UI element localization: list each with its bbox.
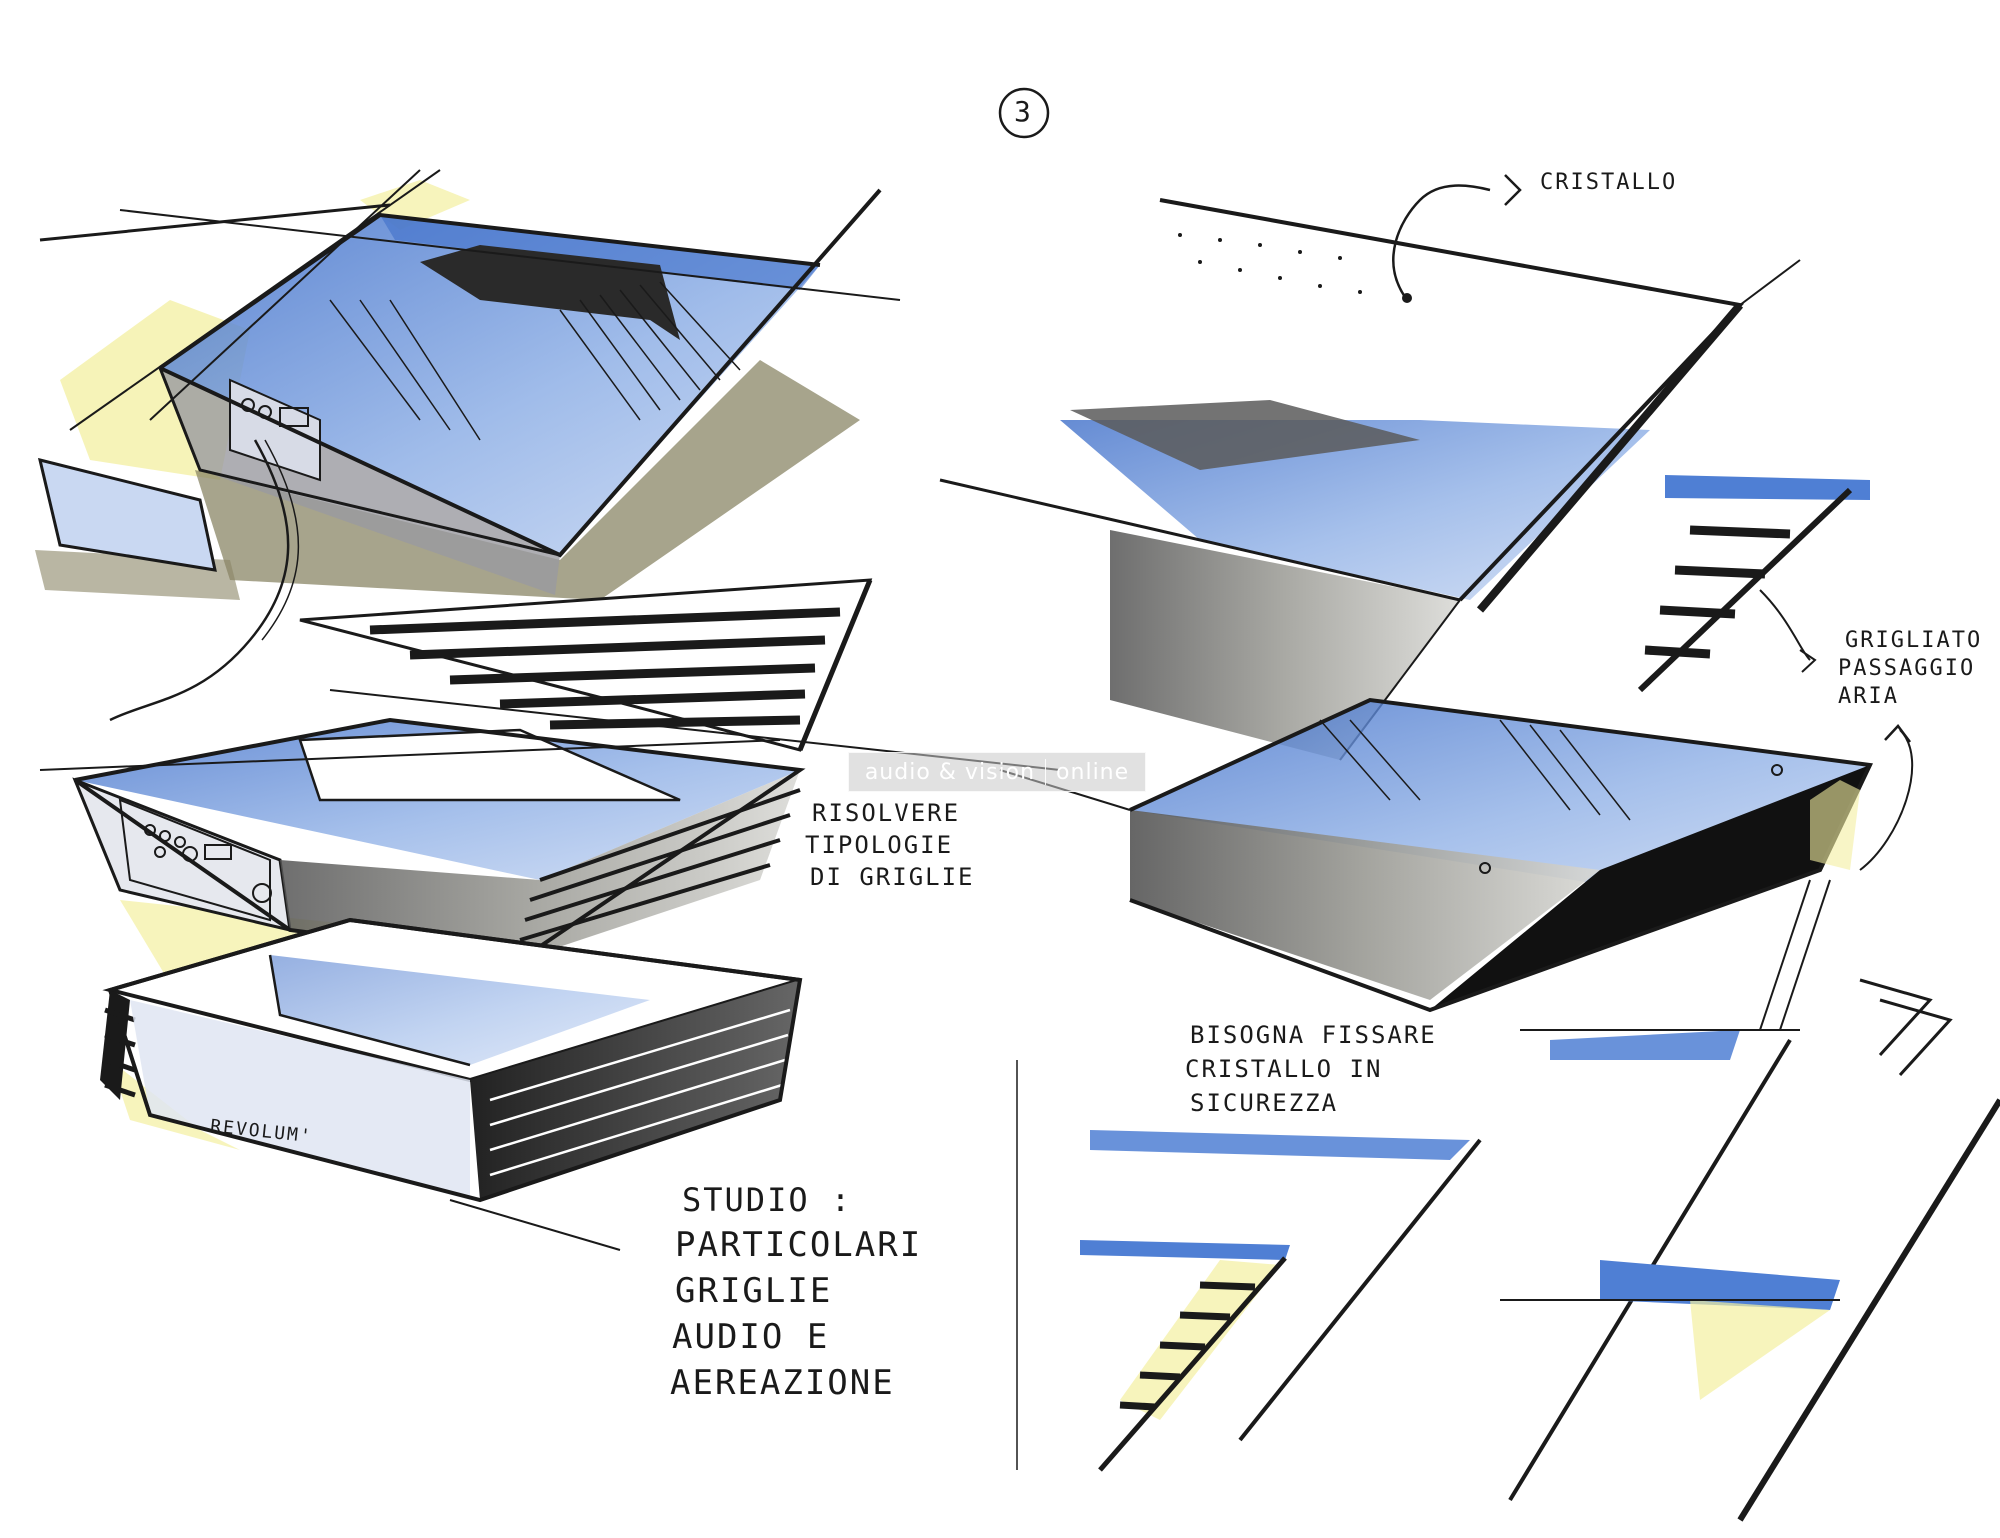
sketch-top-right-glass: [930, 174, 1801, 761]
label-bisogna-line-2: CRISTALLO IN: [1185, 1055, 1383, 1083]
watermark-right: online: [1056, 759, 1130, 785]
label-studio-line-1: STUDIO :: [682, 1181, 853, 1219]
watermark: audio & vision online: [848, 752, 1146, 792]
sketch-top-left-unit: [35, 169, 901, 722]
label-studio-line-4: AUDIO E: [672, 1317, 830, 1357]
page-number: 3: [1014, 95, 1031, 128]
label-risolvere-line-3: DI GRIGLIE: [810, 863, 975, 891]
label-studio-line-5: AEREAZIONE: [670, 1363, 895, 1403]
page-number-mark: [998, 87, 1050, 139]
sketch-middle-right-unit: [999, 697, 1914, 1013]
sketch-bottom-right-details: [1016, 879, 2000, 1522]
label-grigliato-line-2: PASSAGGIO: [1838, 656, 1976, 681]
label-studio-line-2: PARTICOLARI: [675, 1225, 923, 1265]
label-grigliato-line-1: GRIGLIATO: [1845, 628, 1983, 653]
label-studio-line-3: GRIGLIE: [675, 1271, 833, 1311]
label-bisogna-line-3: SICUREZZA: [1190, 1089, 1339, 1117]
label-bisogna-line-1: BISOGNA FISSARE: [1190, 1021, 1437, 1049]
sketch-bottom-left-unit: [100, 917, 803, 1251]
watermark-left: audio & vision: [864, 759, 1036, 785]
label-risolvere-line-2: TIPOLOGIE: [805, 831, 954, 859]
label-grigliato-line-3: ARIA: [1838, 684, 1899, 709]
label-risolvere-line-1: RISOLVERE: [812, 799, 961, 827]
sketch-grille-strip: [1637, 475, 1870, 693]
watermark-divider: [1045, 759, 1047, 785]
label-cristallo: CRISTALLO: [1540, 170, 1678, 195]
